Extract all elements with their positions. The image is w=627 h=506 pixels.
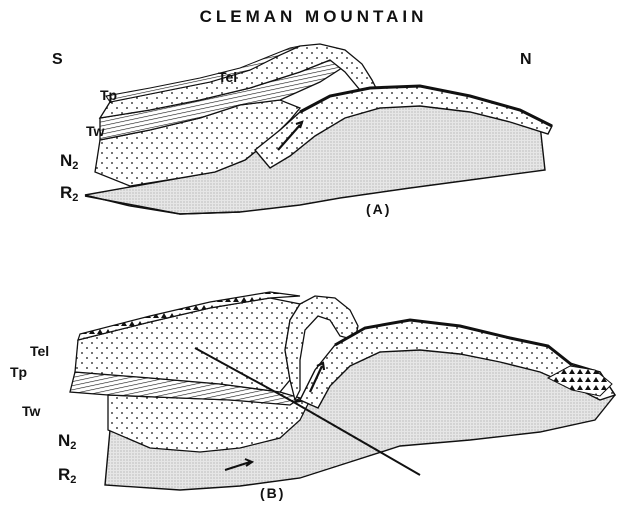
panel-label-b: (B): [260, 486, 285, 500]
section-b: [70, 292, 615, 490]
label-tw-b: Tw: [22, 404, 40, 418]
section-a: [85, 44, 552, 214]
figure-title: CLEMAN MOUNTAIN: [0, 8, 627, 25]
label-n2-b: N2: [58, 432, 76, 452]
direction-south: S: [52, 52, 63, 68]
label-tel-a: Tel: [218, 70, 237, 84]
label-tel-b: Tel: [30, 344, 49, 358]
label-r2-a: R2: [60, 184, 78, 204]
direction-north: N: [520, 52, 532, 68]
label-n2-a: N2: [60, 152, 78, 172]
label-tw-a: Tw: [86, 124, 104, 138]
panel-label-a: (A): [366, 202, 391, 216]
label-tp-a: Tp: [100, 88, 117, 102]
label-tp-b: Tp: [10, 365, 27, 379]
label-r2-b: R2: [58, 466, 76, 486]
